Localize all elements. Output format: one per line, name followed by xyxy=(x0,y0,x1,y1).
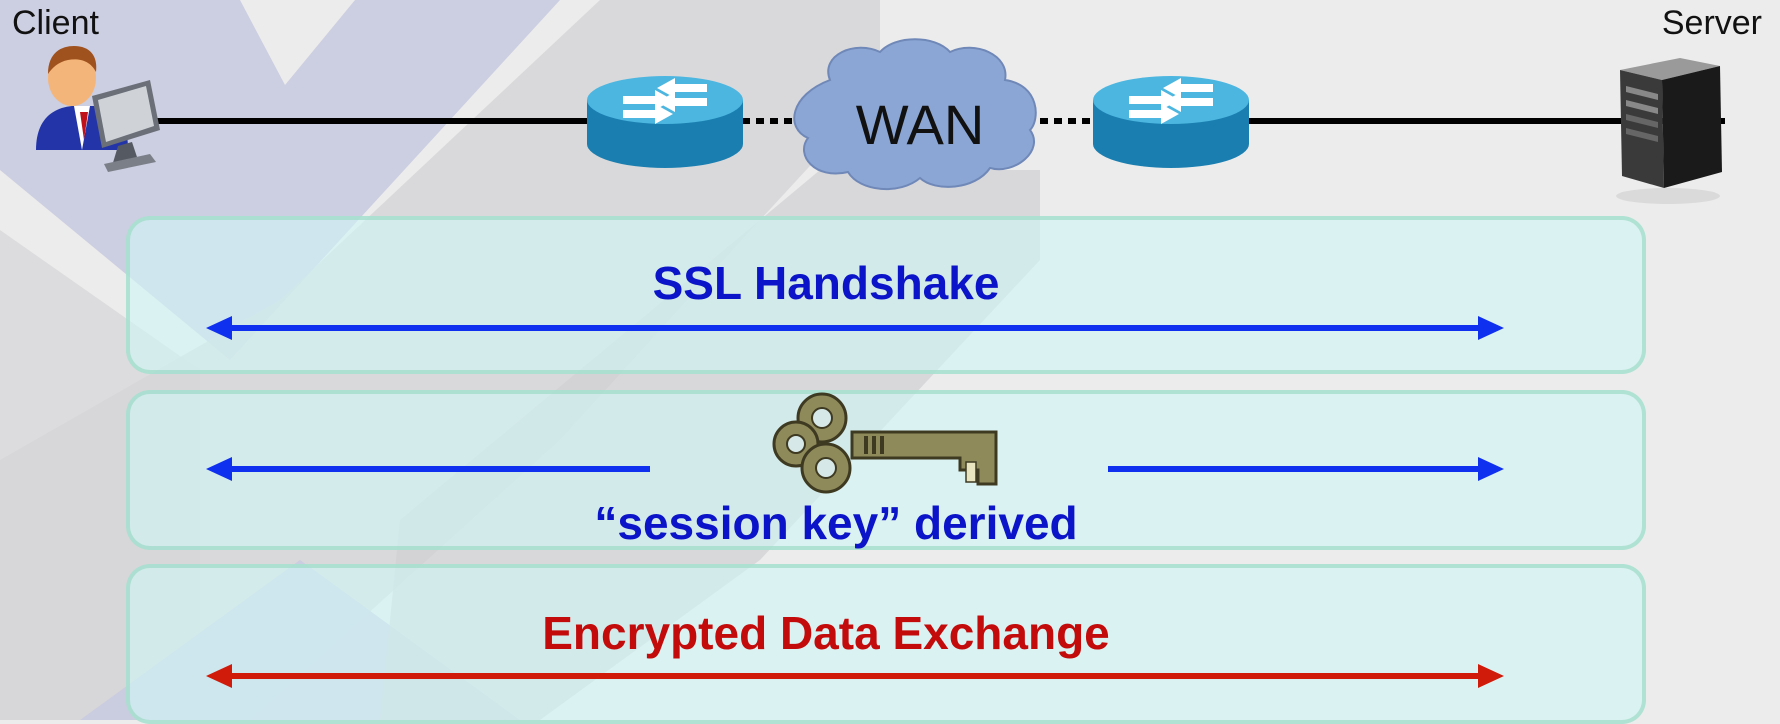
client-label: Client xyxy=(12,4,99,42)
server-label: Server xyxy=(1661,4,1762,42)
session-key-panel: “session key” derived xyxy=(126,390,1646,550)
handshake-panel: SSL Handshake xyxy=(126,216,1646,374)
session-key-title: “session key” derived xyxy=(594,497,1078,549)
encrypted-exchange-panel: Encrypted Data Exchange xyxy=(126,564,1646,724)
encrypted-exchange-title: Encrypted Data Exchange xyxy=(542,607,1110,659)
wan-label: WAN xyxy=(855,93,985,156)
handshake-title: SSL Handshake xyxy=(652,257,1000,309)
